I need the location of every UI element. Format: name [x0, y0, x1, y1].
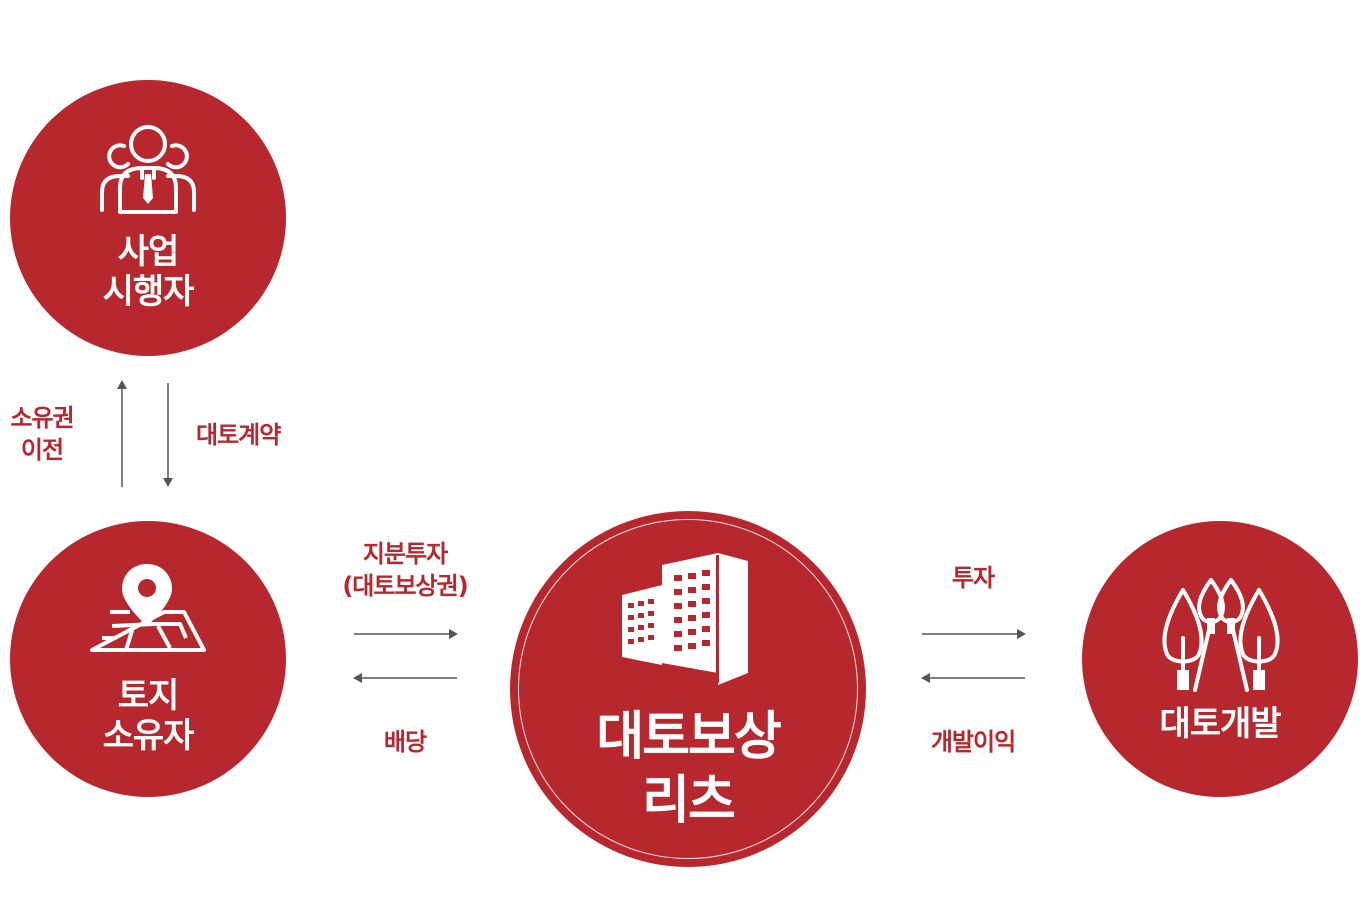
landowner-node: 토지 소유자 — [10, 521, 286, 797]
label-ownership-transfer: 소유권 이전 — [0, 402, 84, 466]
arrow-right-investment — [922, 629, 1026, 639]
land-contract-text: 대토계약 — [196, 421, 281, 449]
project-node: 대토개발 — [1082, 521, 1358, 797]
developer-label-line2: 시행자 — [102, 272, 195, 312]
label-land-contract: 대토계약 — [196, 419, 316, 451]
people-icon — [100, 125, 196, 214]
dividend-text: 배당 — [383, 728, 427, 756]
landowner-label-line2: 소유자 — [102, 716, 195, 756]
project-label: 대토개발 — [1159, 704, 1281, 744]
reits-node: 대토보상 리츠 — [510, 511, 866, 867]
arrow-left-development-profit — [921, 673, 1025, 683]
arrow-up-ownership-transfer — [117, 380, 127, 487]
development-profit-text: 개발이익 — [930, 728, 1016, 756]
label-investment: 투자 — [923, 562, 1023, 594]
reits-label-line2: 리츠 — [642, 771, 736, 831]
developer-label-line1: 사업 — [117, 232, 180, 272]
building-icon — [622, 553, 748, 685]
trees-icon — [1162, 578, 1280, 692]
arrow-right-equity-investment — [354, 629, 458, 639]
ownership-transfer-line1: 소유권 — [10, 404, 74, 432]
map-pin-icon — [90, 564, 206, 652]
landowner-label-line1: 토지 — [117, 676, 180, 716]
arrow-left-dividend — [353, 673, 457, 683]
equity-investment-line2: (대토보상권) — [342, 572, 468, 600]
ownership-transfer-line2: 이전 — [20, 436, 64, 464]
label-development-profit: 개발이익 — [903, 726, 1043, 758]
investment-text: 투자 — [951, 564, 995, 592]
arrow-down-land-contract — [163, 383, 173, 487]
reits-label-line1: 대토보상 — [596, 707, 781, 767]
equity-investment-line1: 지분투자 — [362, 540, 448, 568]
label-equity-investment: 지분투자 (대토보상권) — [330, 538, 480, 602]
label-dividend: 배당 — [355, 726, 455, 758]
developer-node: 사업 시행자 — [10, 80, 286, 356]
